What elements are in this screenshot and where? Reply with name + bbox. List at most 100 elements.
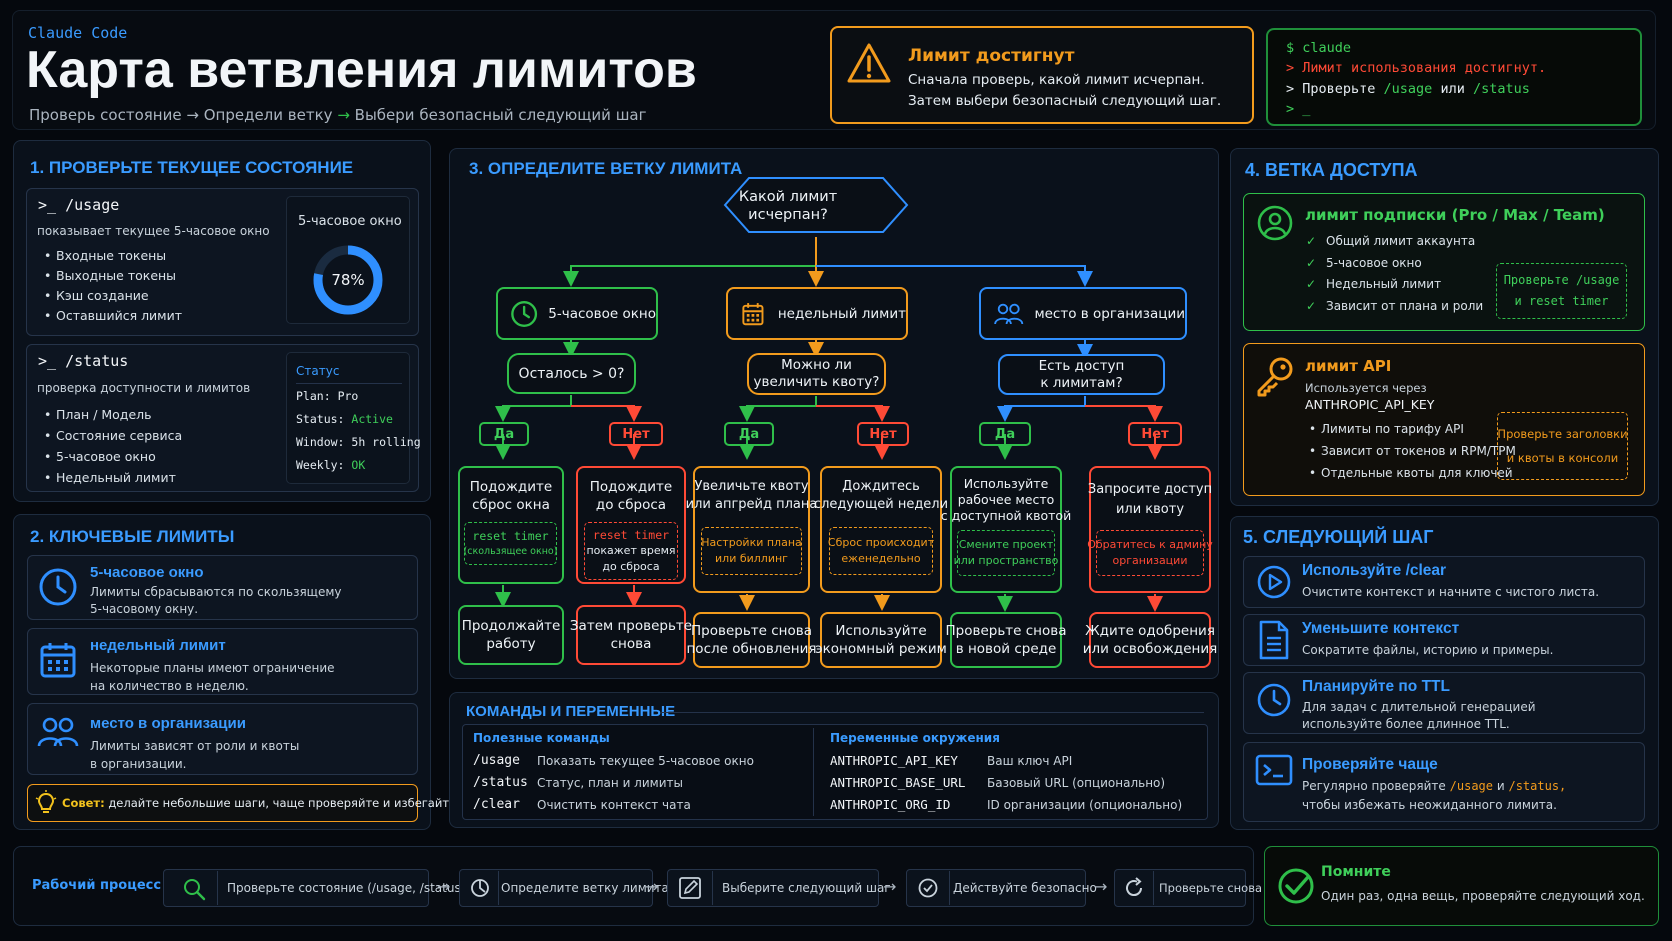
page-title: Карта ветвления лимитов xyxy=(26,41,697,99)
arrow-right-icon: → xyxy=(337,106,350,124)
note-line: до сброса xyxy=(602,560,660,573)
next-step-desc: Сократите файлы, историю и примеры. xyxy=(1302,643,1554,657)
list-item: 5-часовое окно xyxy=(1306,253,1483,275)
note-line: и reset timer xyxy=(1514,294,1609,308)
next-step-item xyxy=(1243,556,1645,608)
list-item: Общий лимит аккаунта xyxy=(1306,231,1483,253)
status-plan-key: Plan: xyxy=(296,389,331,403)
calendar-icon xyxy=(40,643,76,678)
tip-text: Совет: делайте небольшие шаги, чаще пров… xyxy=(62,796,499,810)
terminal-line-2: > Лимит использования достигнут. xyxy=(1286,60,1547,76)
limit-card-5h xyxy=(27,555,418,620)
node-line: Увеличьте квоту xyxy=(694,479,809,494)
workflow-icon-box xyxy=(165,871,218,905)
api-title: лимит API xyxy=(1305,357,1392,375)
decision-connectors xyxy=(495,177,1163,612)
no-label: Нет xyxy=(1128,422,1182,446)
limit-title: 5-часовое окно xyxy=(90,564,204,581)
branch-label: недельный лимит xyxy=(777,305,906,322)
section-3-title: 3. ОПРЕДЕЛИТЕ ВЕТКУ ЛИМИТА xyxy=(469,159,743,178)
workflow-step xyxy=(163,869,429,907)
breadcrumb-step-1: Проверь состояние xyxy=(29,106,182,124)
section-4-title: 4. ВЕТКА ДОСТУПА xyxy=(1245,160,1418,180)
users-icon xyxy=(37,717,79,747)
branch-org-seat: место в организации xyxy=(979,287,1187,340)
note-line: или биллинг xyxy=(715,552,788,565)
workflow-icon-box xyxy=(1116,871,1154,905)
node-line: Проверьте снова xyxy=(945,623,1067,639)
note-line: организации xyxy=(1112,554,1188,567)
limit-description: в организации. xyxy=(90,757,187,771)
gauge-label: 5-часовое окно xyxy=(298,214,402,229)
commands-table xyxy=(462,724,1208,820)
list-item: Лимиты по тарифу API xyxy=(1305,418,1516,440)
command-value: Очистить контекст чата xyxy=(537,798,691,812)
node-line: увеличить квоту? xyxy=(753,374,880,390)
list-item: Выходные токены xyxy=(40,266,182,286)
status-code: /status, xyxy=(1508,779,1567,793)
arrow-right-icon: → xyxy=(645,877,659,896)
env-vars-head: Переменные окружения xyxy=(830,731,1000,745)
increase-quota: Увеличьте квоту или апгрейд плана xyxy=(686,466,817,593)
user-icon xyxy=(1257,205,1293,241)
node-line: Подождите xyxy=(589,479,673,495)
limit-description: Лимиты зависят от роли и квоты xyxy=(90,739,300,753)
status-state-key: Status: xyxy=(296,412,345,426)
limit-description: Некоторые планы имеют ограничение xyxy=(90,661,335,675)
breadcrumb-step-2: Определи ветку xyxy=(203,106,333,124)
lightbulb-icon xyxy=(35,790,57,813)
question-remaining: Осталось > 0? xyxy=(507,353,636,394)
wait-until-reset: Подождите до сброса xyxy=(576,466,686,584)
usage-command: >_ /usage xyxy=(38,196,120,214)
list-item: Кэш создание xyxy=(40,286,182,306)
branch-icon xyxy=(471,879,489,897)
node-line: Можно ли xyxy=(781,357,852,373)
warning-icon xyxy=(847,43,891,83)
node-line: снова xyxy=(610,636,652,652)
env-key: ANTHROPIC_ORG_ID xyxy=(830,797,951,812)
list-item: Входные токены xyxy=(40,246,182,266)
arrow-right-icon: → xyxy=(186,106,199,124)
branch-label: место в организации xyxy=(1034,305,1185,322)
terminal-icon xyxy=(1255,754,1293,786)
node-line: Есть доступ xyxy=(1038,357,1125,374)
node-line: Подождите xyxy=(469,479,553,495)
note-line: Проверьте заголовки xyxy=(1497,427,1628,441)
workflow-step-label: Выберите следующий шаг xyxy=(722,881,891,895)
node-line: к лимитам? xyxy=(1040,374,1123,391)
terminal-box xyxy=(1266,28,1642,126)
status-command: >_ /status xyxy=(38,352,129,370)
workflow-icon-box xyxy=(461,871,499,905)
calendar-icon xyxy=(742,302,764,325)
edit-icon xyxy=(679,877,701,899)
terminal-line-4: > _ xyxy=(1286,101,1311,117)
node-line: рабочее место xyxy=(957,492,1055,507)
root-line-2: исчерпан? xyxy=(748,207,828,223)
node-line: в новой среде xyxy=(955,641,1057,657)
list-item: Недельный лимит xyxy=(40,467,182,488)
workflow-icon-box xyxy=(908,871,950,905)
node-line: сброс окна xyxy=(472,497,550,513)
tip-box xyxy=(27,784,418,822)
no-label: Нет xyxy=(609,422,663,446)
node-line: с доступной квотой xyxy=(940,508,1072,523)
breadcrumb-step-3: Выбери безопасный следующий шаг xyxy=(354,106,647,124)
node-line: или апгрейд плана xyxy=(685,497,818,512)
remember-box xyxy=(1264,846,1659,926)
branch-label: 5-часовое окно xyxy=(548,305,656,322)
node-line: следующей недели xyxy=(813,497,949,512)
next-step-title: Уменьшите контекст xyxy=(1302,620,1460,637)
workflow-step xyxy=(459,869,653,907)
section-5-title: 5. СЛЕДУЮЩИЙ ШАГ xyxy=(1243,527,1434,547)
plan-settings-note: Настройки плана или биллинг xyxy=(701,527,802,575)
branch-weekly: недельный лимит xyxy=(726,287,908,340)
note-line: Смените проект xyxy=(958,538,1054,551)
terminal-status-cmd: /status xyxy=(1473,81,1530,97)
note-line: Настройки плана xyxy=(701,536,802,549)
